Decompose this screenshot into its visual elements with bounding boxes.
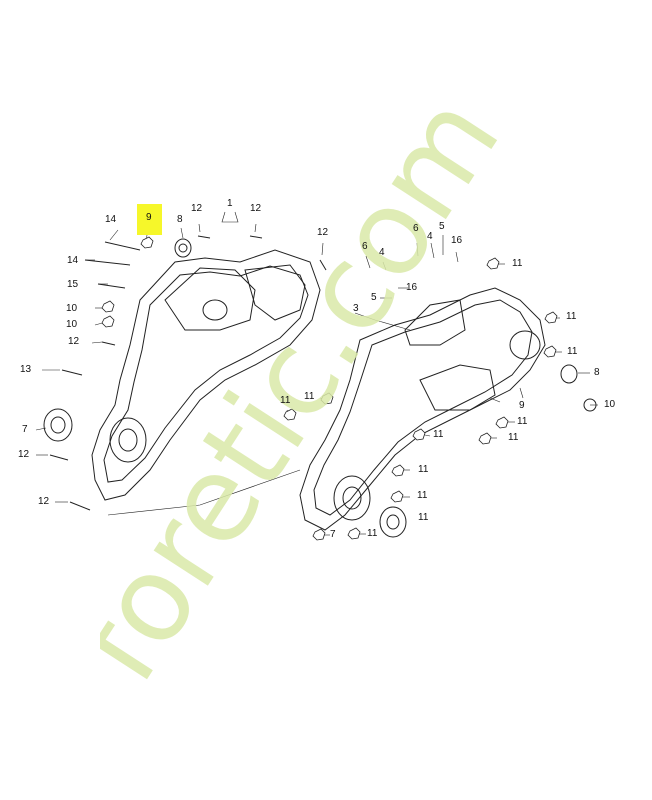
washer-8-top — [174, 238, 192, 258]
callout-4: 4 — [427, 231, 433, 242]
right-gear-bore — [333, 475, 371, 521]
seal-7-left — [43, 408, 73, 442]
left-gear-bore — [109, 417, 147, 463]
nut-11-j — [312, 528, 326, 541]
callout-12: 12 — [38, 496, 50, 507]
callout-12: 12 — [250, 203, 262, 214]
callout-6: 6 — [413, 223, 419, 234]
callout-11: 7 — [330, 529, 336, 540]
callout-12: 12 — [18, 449, 30, 460]
nut-11-a — [486, 257, 500, 270]
callout-12: 12 — [68, 336, 80, 347]
nut-11-b — [544, 311, 558, 324]
callout-10: 10 — [66, 303, 78, 314]
left-cover-inner — [103, 265, 309, 483]
nut-10-a — [101, 300, 115, 313]
callout-16: 16 — [406, 282, 418, 293]
callout-10: 10 — [604, 399, 616, 410]
callout-7: 11 — [418, 512, 429, 523]
callout-11: 11 — [567, 346, 578, 357]
callout-4: 4 — [379, 247, 385, 258]
right-housing — [299, 287, 546, 531]
left-cover-housing — [91, 249, 321, 501]
nut-10-b — [101, 315, 115, 328]
callout-15: 15 — [67, 279, 79, 290]
callout-12: 12 — [191, 203, 203, 214]
nut-11-h — [390, 490, 404, 503]
callout-9: 9 — [519, 400, 525, 411]
callout-14: 14 — [67, 255, 79, 266]
callout-11: 11 — [433, 429, 444, 440]
nut-11-i — [347, 527, 361, 540]
callout-7: 7 — [22, 424, 28, 435]
callout-11: 11 — [508, 432, 519, 443]
nut-11-l — [320, 392, 334, 405]
callout-12: 12 — [317, 227, 329, 238]
callout-11: 11 — [566, 311, 577, 322]
seal-7-right — [379, 506, 407, 538]
callout-11: 11 — [417, 490, 428, 501]
callout-11: 11 — [512, 258, 523, 269]
callout-8: 8 — [177, 214, 183, 225]
nut-11-c — [543, 345, 557, 358]
callout-13: 13 — [20, 364, 32, 375]
callout-11: 11 — [367, 528, 378, 539]
nut-11-k — [283, 408, 297, 421]
callout-14: 14 — [105, 214, 117, 225]
callout-11: 11 — [280, 395, 291, 406]
callout-5: 5 — [439, 221, 445, 232]
nut-11-g — [391, 464, 405, 477]
nut-11-e — [478, 432, 492, 445]
nut-9-left — [140, 236, 154, 249]
callout-10: 10 — [66, 319, 78, 330]
callout-6: 6 — [362, 241, 368, 252]
callout-11: 11 — [517, 416, 528, 427]
washer-8-right — [560, 364, 578, 384]
nut-11-d — [495, 416, 509, 429]
callout-3: 3 — [353, 303, 359, 314]
callout-11: 11 — [304, 391, 315, 402]
callout-8: 8 — [594, 367, 600, 378]
callout-5: 5 — [371, 292, 377, 303]
callout-11: 11 — [418, 464, 429, 475]
callout-1: 1 — [227, 198, 233, 209]
callout-9-highlighted: 9 — [137, 204, 162, 235]
callout-16: 16 — [451, 235, 463, 246]
nut-11-f — [412, 428, 426, 441]
